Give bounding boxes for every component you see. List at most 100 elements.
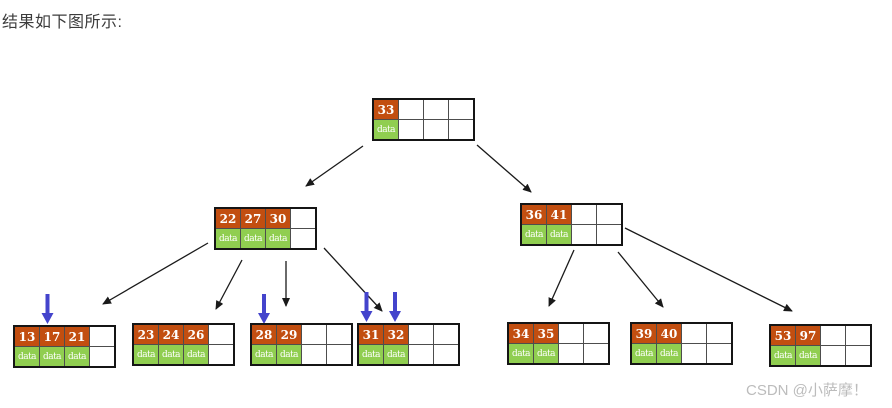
empty-cell	[820, 324, 846, 346]
empty-cell	[208, 344, 235, 366]
key-cell: 53	[769, 324, 796, 346]
edge-left-leaf4	[323, 247, 383, 312]
data-cell: data	[64, 346, 90, 368]
empty-cell	[571, 203, 597, 225]
data-cell: data	[357, 344, 384, 366]
key-cell: 23	[132, 323, 159, 345]
key-cell: 32	[383, 323, 409, 345]
pointer-arrowhead-32	[389, 311, 401, 322]
empty-cell	[326, 323, 353, 345]
key-cell: 21	[64, 325, 90, 347]
btree-leaf-3: 28 29 data data	[250, 323, 353, 366]
data-cell: data	[265, 228, 291, 250]
data-cell: data	[383, 344, 409, 366]
key-cell: 28	[250, 323, 277, 345]
btree-leaf-1: 13 17 21 data data data	[13, 325, 116, 368]
btree-node-internal-left: 22 27 30 data data data	[214, 207, 317, 250]
key-cell: 17	[39, 325, 65, 347]
data-cell: data	[630, 343, 657, 365]
key-cell: 29	[276, 323, 302, 345]
csdn-watermark: CSDN @小萨摩！	[746, 382, 868, 399]
key-cell: 39	[630, 322, 657, 344]
empty-cell	[433, 323, 460, 345]
edge-right-leaf6	[617, 251, 664, 308]
pointer-arrowhead-31	[360, 311, 373, 322]
data-cell: data	[507, 343, 534, 365]
empty-cell	[301, 323, 327, 345]
data-cell: data	[656, 343, 682, 365]
btree-leaf-7: 53 97 data data	[769, 324, 872, 367]
data-cell: data	[520, 224, 547, 246]
data-cell: data	[769, 345, 796, 367]
empty-cell	[208, 323, 235, 345]
edge-right-leaf7	[624, 227, 793, 312]
edge-right-leaf5	[548, 249, 575, 307]
data-cell: data	[533, 343, 559, 365]
key-cell: 40	[656, 322, 682, 344]
empty-cell	[301, 344, 327, 366]
key-cell: 35	[533, 322, 559, 344]
empty-cell	[423, 98, 449, 120]
edge-left-leaf2	[215, 259, 243, 310]
empty-cell	[448, 119, 475, 141]
empty-cell	[583, 322, 610, 344]
edge-root-left	[305, 145, 364, 187]
empty-cell	[583, 343, 610, 365]
key-cell: 27	[240, 207, 266, 229]
btree-node-root: 33 data	[372, 98, 475, 141]
btree-leaf-2: 23 24 26 data data data	[132, 323, 235, 366]
empty-cell	[558, 343, 584, 365]
empty-cell	[89, 325, 116, 347]
empty-cell	[596, 203, 623, 225]
key-cell: 13	[13, 325, 40, 347]
key-cell: 34	[507, 322, 534, 344]
empty-cell	[845, 345, 872, 367]
btree-leaf-5: 34 35 data data	[507, 322, 610, 365]
pointer-arrows	[41, 292, 401, 324]
pointer-arrowhead-28	[258, 313, 270, 324]
data-cell: data	[183, 344, 209, 366]
key-cell: 41	[546, 203, 572, 225]
empty-cell	[433, 344, 460, 366]
parent-child-edges	[102, 144, 793, 312]
data-cell: data	[158, 344, 184, 366]
empty-cell	[681, 343, 707, 365]
empty-cell	[290, 207, 317, 229]
empty-cell	[326, 344, 353, 366]
pointer-arrowhead-17	[41, 313, 54, 324]
empty-cell	[596, 224, 623, 246]
empty-cell	[408, 344, 434, 366]
empty-cell	[558, 322, 584, 344]
empty-cell	[681, 322, 707, 344]
edge-left-leaf1	[102, 242, 209, 305]
empty-cell	[706, 343, 733, 365]
data-cell: data	[132, 344, 159, 366]
edge-root-right	[476, 144, 532, 193]
empty-cell	[820, 345, 846, 367]
empty-cell	[706, 322, 733, 344]
btree-node-internal-right: 36 41 data data	[520, 203, 623, 246]
key-cell: 24	[158, 323, 184, 345]
empty-cell	[398, 98, 424, 120]
key-cell: 30	[265, 207, 291, 229]
key-cell: 31	[357, 323, 384, 345]
btree-leaf-6: 39 40 data data	[630, 322, 733, 365]
key-cell: 26	[183, 323, 209, 345]
btree-leaf-4: 31 32 data data	[357, 323, 460, 366]
data-cell: data	[240, 228, 266, 250]
data-cell: data	[795, 345, 821, 367]
empty-cell	[408, 323, 434, 345]
empty-cell	[423, 119, 449, 141]
empty-cell	[845, 324, 872, 346]
key-cell: 33	[372, 98, 399, 120]
empty-cell	[89, 346, 116, 368]
empty-cell	[571, 224, 597, 246]
empty-cell	[290, 228, 317, 250]
data-cell: data	[546, 224, 572, 246]
empty-cell	[398, 119, 424, 141]
data-cell: data	[372, 119, 399, 141]
caption-text: 结果如下图所示:	[2, 14, 123, 31]
data-cell: data	[214, 228, 241, 250]
key-cell: 22	[214, 207, 241, 229]
